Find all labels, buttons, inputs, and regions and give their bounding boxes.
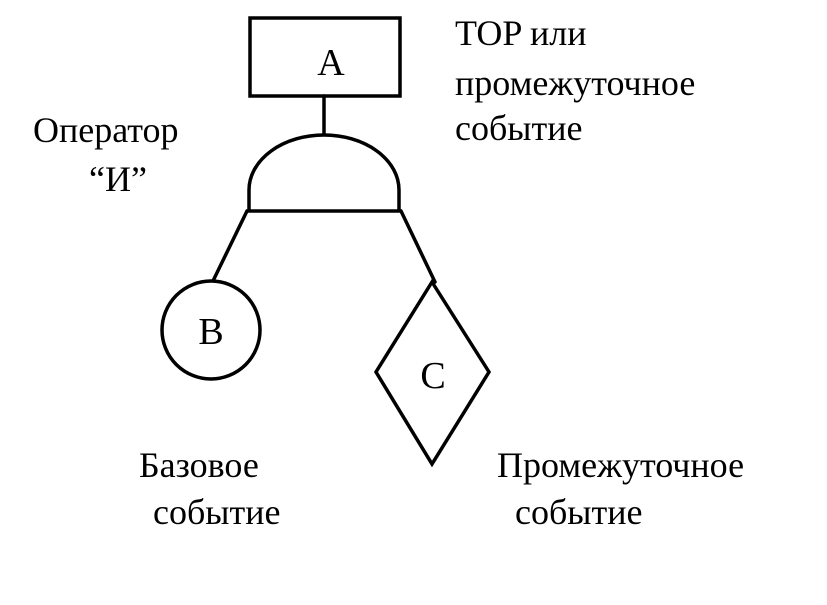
connector-gate-to-b xyxy=(210,209,249,285)
top-label-line-3: событие xyxy=(455,108,582,148)
basic-event-letter: B xyxy=(198,311,223,353)
top-label-line-1: TOP или xyxy=(455,13,587,53)
basic-label-line-1: Базовое xyxy=(139,445,259,485)
top-label-line-2: промежуточное xyxy=(455,63,695,103)
intermediate-label-line-1: Промежуточное xyxy=(497,445,744,485)
connector-gate-to-c xyxy=(399,209,437,284)
and-gate xyxy=(247,133,401,213)
intermediate-event-letter: C xyxy=(420,355,445,397)
intermediate-label-line-2: событие xyxy=(515,492,642,532)
intermediate-event-diamond xyxy=(373,278,492,468)
basic-label-line-2: событие xyxy=(153,492,280,532)
basic-event-circle xyxy=(160,279,262,381)
top-event-box xyxy=(248,16,402,98)
top-event-letter: A xyxy=(317,42,345,84)
operator-label-line-2: “И” xyxy=(89,159,147,199)
operator-label-line-1: Оператор xyxy=(33,110,179,150)
